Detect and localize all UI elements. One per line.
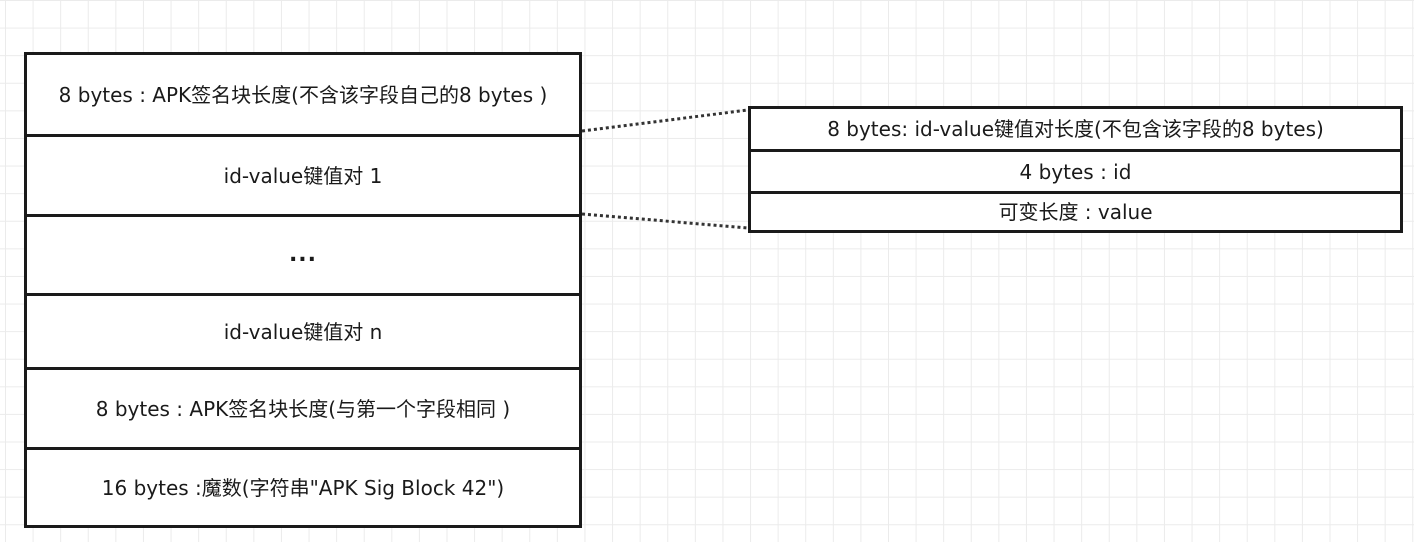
id-value-pair-first-label: id-value键值对 1 [223,163,383,188]
magic-label: 16 bytes :魔数(字符串"APK Sig Block 42") [101,475,505,500]
pair-value-field: 可变长度 : value [751,191,1400,230]
ellipsis-row: ... [27,214,579,293]
pair-length-label: 8 bytes: id-value键值对长度(不包含该字段的8 bytes) [827,117,1324,141]
id-value-pair-detail-table: 8 bytes: id-value键值对长度(不包含该字段的8 bytes) 4… [748,106,1403,233]
signing-block-size-repeat-field: 8 bytes : APK签名块长度(与第一个字段相同 ) [27,367,579,447]
id-value-pair-last: id-value键值对 n [27,293,579,367]
pair-length-field: 8 bytes: id-value键值对长度(不包含该字段的8 bytes) [751,109,1400,149]
signing-block-size-label: 8 bytes : APK签名块长度(不含该字段自己的8 bytes ) [58,82,548,107]
id-value-pair-first: id-value键值对 1 [27,134,579,214]
pair-value-label: 可变长度 : value [998,200,1153,224]
signing-block-size-field: 8 bytes : APK签名块长度(不含该字段自己的8 bytes ) [27,55,579,134]
apk-signing-block-table: 8 bytes : APK签名块长度(不含该字段自己的8 bytes ) id-… [24,52,582,528]
ellipsis-label: ... [288,242,318,267]
pair-id-field: 4 bytes : id [751,149,1400,191]
signing-block-size-repeat-label: 8 bytes : APK签名块长度(与第一个字段相同 ) [95,396,511,421]
pair-id-label: 4 bytes : id [1019,159,1132,184]
connector-top-line [581,108,749,133]
id-value-pair-last-label: id-value键值对 n [223,319,383,344]
connector-bottom-line [581,212,749,230]
magic-field: 16 bytes :魔数(字符串"APK Sig Block 42") [27,447,579,525]
